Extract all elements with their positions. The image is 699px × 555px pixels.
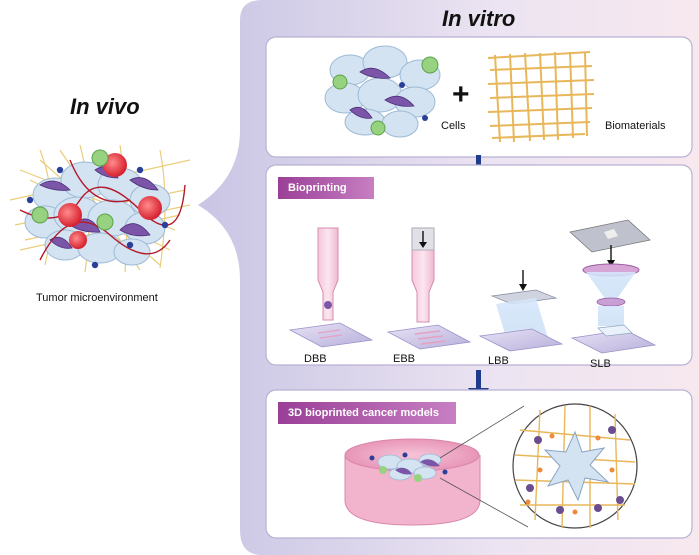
bioprinting-badge-label: Bioprinting (288, 182, 347, 194)
biomaterials-label: Biomaterials (605, 120, 666, 132)
biomaterials-illustration (487, 51, 595, 143)
method-lbb-label: LBB (488, 355, 509, 367)
dbb-illustration (288, 227, 374, 348)
slb-illustration (569, 219, 657, 354)
petri-dish-illustration (344, 438, 481, 526)
tumor-microenvironment-illustration (9, 144, 191, 273)
magnified-view (512, 403, 638, 529)
in-vivo-title: In vivo (70, 94, 140, 119)
ebb-illustration (386, 227, 472, 350)
bioprinting-badge (278, 177, 374, 199)
cells-illustration (324, 45, 441, 138)
in-vitro-title: In vitro (442, 6, 516, 31)
cells-label: Cells (441, 120, 466, 132)
zoom-lines (439, 405, 529, 528)
method-ebb-label: EBB (393, 353, 416, 365)
models-badge (278, 402, 456, 424)
method-dbb-label: DBB (304, 353, 327, 365)
tumor-microenvironment-caption: Tumor microenvironment (36, 292, 158, 304)
method-slb-label: SLB (590, 358, 611, 370)
bioprinting-box (265, 164, 693, 366)
plus-sign: + (452, 78, 470, 111)
models-badge-label: 3D bioprinted cancer models (288, 407, 439, 419)
lbb-illustration (478, 270, 564, 352)
